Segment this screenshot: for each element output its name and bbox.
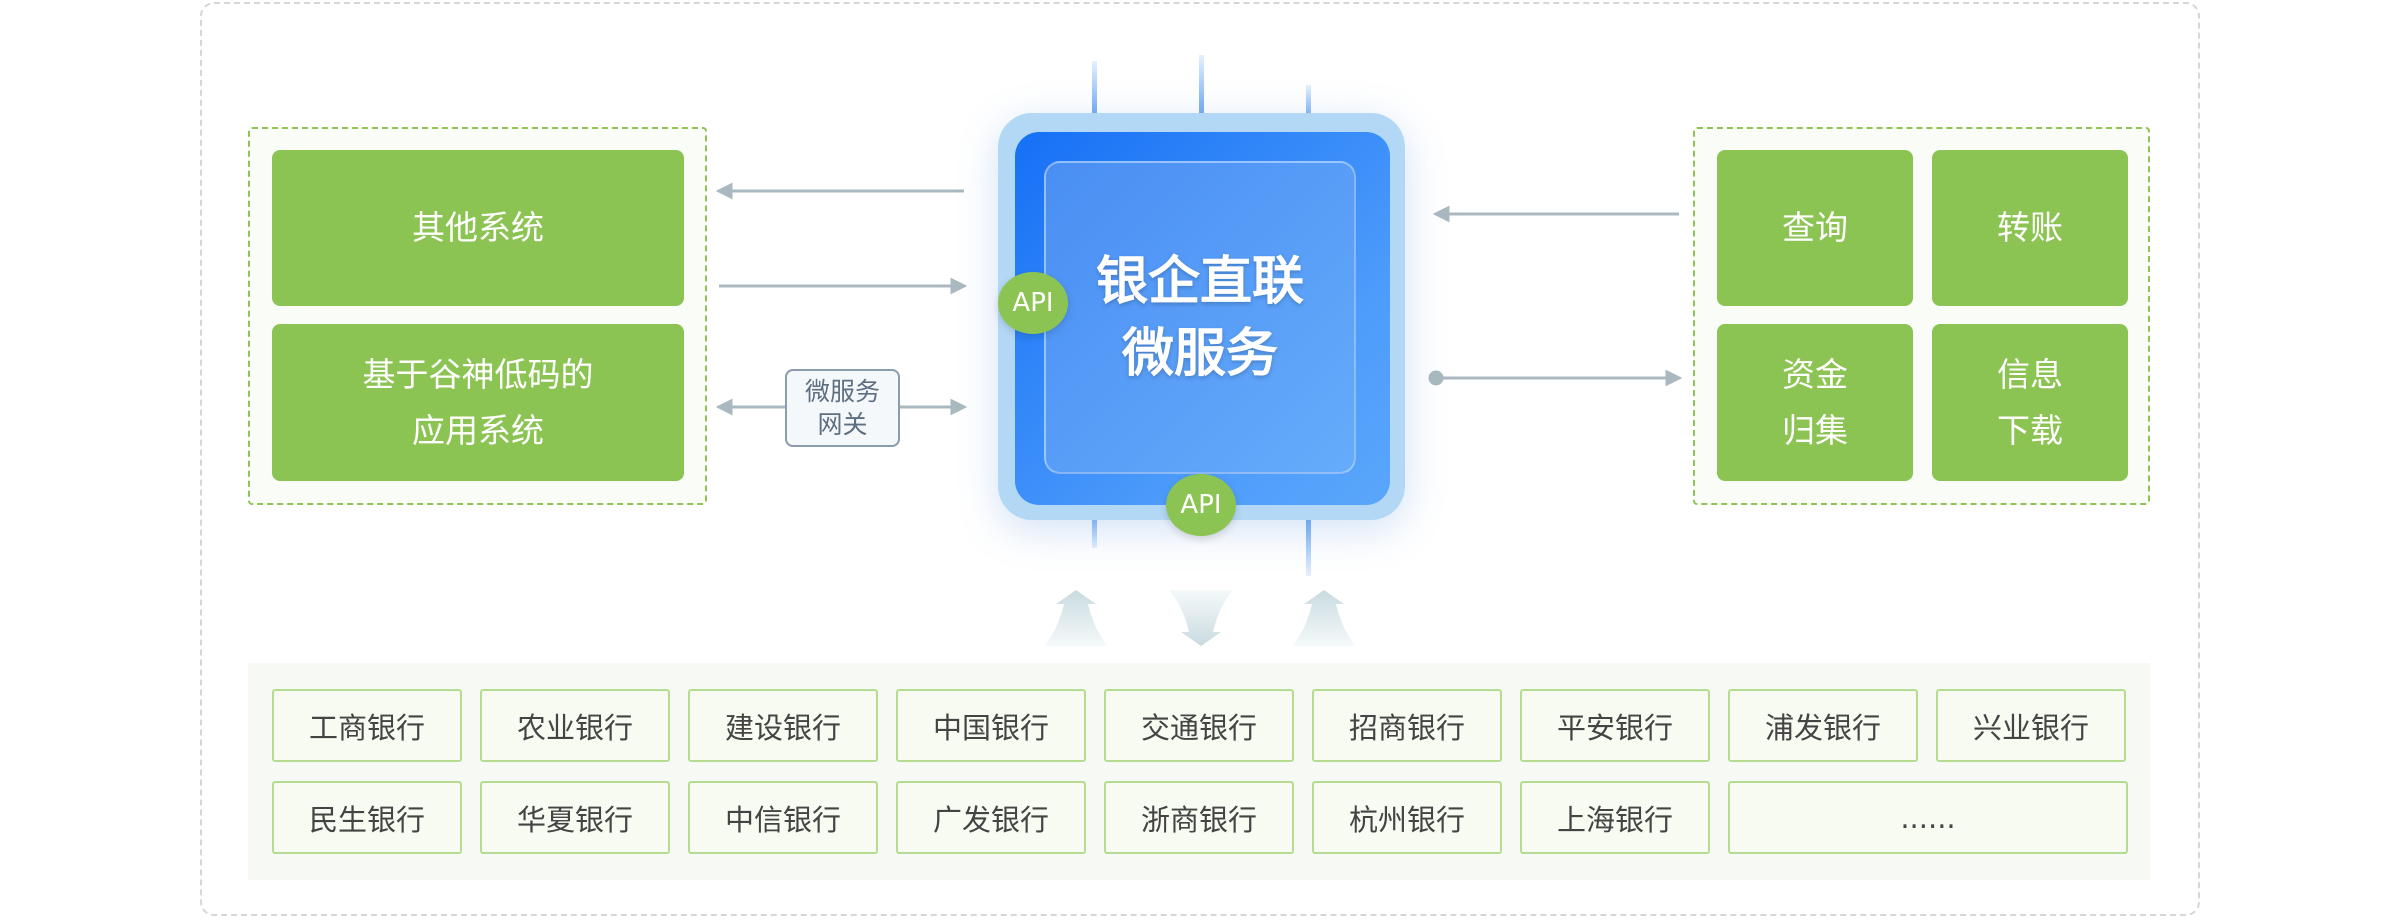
bank-item: 浙商银行	[1104, 781, 1294, 854]
bank-item: 工商银行	[272, 689, 462, 762]
chip-pin	[1092, 500, 1097, 548]
diagram-frame	[200, 2, 2200, 916]
microservice-gateway-label: 微服务 网关	[785, 369, 900, 447]
bank-item: 杭州银行	[1312, 781, 1502, 854]
chip-pin	[1306, 500, 1311, 576]
bank-item: 广发银行	[896, 781, 1086, 854]
bank-item: 上海银行	[1520, 781, 1710, 854]
up-arrow-right	[1292, 590, 1356, 646]
bank-item: 中信银行	[688, 781, 878, 854]
up-arrow-left	[1044, 590, 1108, 646]
chip-pin	[1092, 61, 1097, 131]
bank-item: 招商银行	[1312, 689, 1502, 762]
down-arrow-center	[1169, 590, 1233, 646]
bank-direct-microservice: 银企直联 微服务	[1044, 161, 1356, 474]
bank-item: 农业银行	[480, 689, 670, 762]
query-box: 查询	[1717, 150, 1913, 306]
chip-pin	[1306, 85, 1311, 131]
other-systems-box: 其他系统	[272, 150, 684, 306]
bank-item: 兴业银行	[1936, 689, 2126, 762]
bank-item: 中国银行	[896, 689, 1086, 762]
bank-item: 华夏银行	[480, 781, 670, 854]
bank-item: 民生银行	[272, 781, 462, 854]
bank-item: 浦发银行	[1728, 689, 1918, 762]
fund-pooling-box: 资金 归集	[1717, 324, 1913, 481]
info-download-box: 信息 下载	[1932, 324, 2128, 481]
transfer-box: 转账	[1932, 150, 2128, 306]
bank-item: ......	[1728, 781, 2128, 854]
bank-item: 建设银行	[688, 689, 878, 762]
api-badge-bottom: API	[1166, 474, 1236, 536]
lowcode-apps-box: 基于谷神低码的 应用系统	[272, 324, 684, 481]
chip-pin	[1199, 55, 1204, 131]
bank-item: 平安银行	[1520, 689, 1710, 762]
bank-item: 交通银行	[1104, 689, 1294, 762]
api-badge-left: API	[998, 272, 1068, 334]
